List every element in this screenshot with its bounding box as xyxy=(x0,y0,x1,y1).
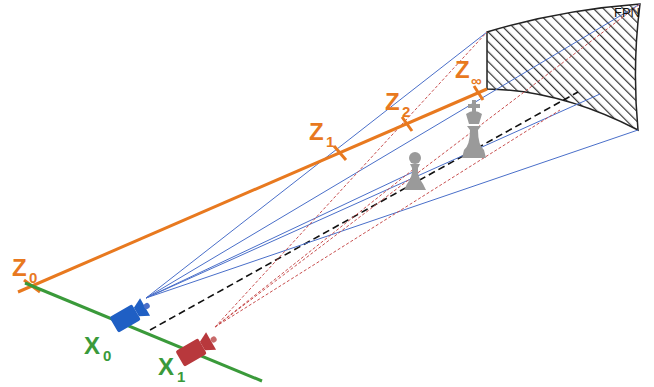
axis-letter: X xyxy=(84,334,100,358)
axis-letter: Z xyxy=(12,256,27,280)
blue-camera xyxy=(109,296,155,334)
red-camera xyxy=(175,329,221,367)
depth-axis xyxy=(18,86,487,292)
axis-subscript: 0 xyxy=(29,270,37,285)
king-piece xyxy=(462,100,486,158)
axis-letter: Z xyxy=(385,90,400,114)
axis-subscript: 1 xyxy=(177,369,185,384)
blue-camera-rays xyxy=(146,4,640,298)
baseline-axis xyxy=(25,283,262,381)
axis-subscript: 2 xyxy=(402,104,410,119)
axis-subscript: 1 xyxy=(326,134,334,149)
axis-letter: X xyxy=(158,355,174,379)
axis-letter: Z xyxy=(455,58,470,82)
title-label: FPN xyxy=(614,6,640,19)
axis-subscript: 0 xyxy=(103,348,111,363)
red-camera-rays xyxy=(215,4,640,327)
axis-letter: Z xyxy=(309,120,324,144)
axis-subscript: ∞ xyxy=(471,73,482,88)
far-plane-panel xyxy=(487,4,640,130)
pawn-piece xyxy=(404,152,426,190)
